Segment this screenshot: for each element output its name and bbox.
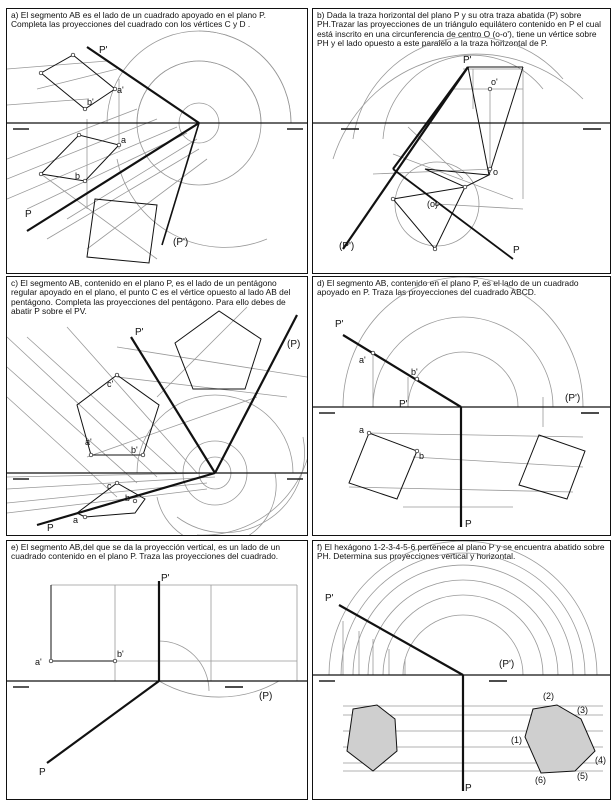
label-a-b-prime: b' <box>87 97 94 107</box>
panel-f: f) El hexágono 1-2-3-4-5-6 pertenece al … <box>312 540 611 800</box>
panel-e: e) El segmento AB,del que se da la proye… <box>6 540 308 800</box>
label-c-a-prime: a' <box>85 437 92 447</box>
label-f-p: P <box>465 783 472 794</box>
label-d-p: P <box>465 519 472 530</box>
label-f-p-prime: P' <box>325 593 334 604</box>
label-f-n4: (4) <box>595 755 606 765</box>
panel-b-drawing: P' o' o (o) (P') P <box>313 36 610 260</box>
panel-a-statement: a) El segmento AB es el lado de un cuadr… <box>11 10 267 30</box>
panel-b-statement: b) Dada la traza horizontal del plano P … <box>317 10 601 49</box>
label-c-a: a <box>73 515 78 525</box>
label-a-a: a <box>121 135 126 145</box>
label-c-p-abat: (P) <box>287 339 300 350</box>
label-f-n5: (5) <box>577 771 588 781</box>
label-d-a-prime: a' <box>359 355 366 365</box>
panel-c-drawing: P' (P) c' a' b' c b a P <box>7 306 307 535</box>
panel-c-statement: c) El segmento AB, contenido en el plano… <box>11 278 291 317</box>
label-b-p: P <box>513 245 520 256</box>
label-d-a: a <box>359 425 364 435</box>
label-d-p-prime: P' <box>335 319 344 330</box>
label-c-b-prime: b' <box>131 445 138 455</box>
label-f-n3: (3) <box>577 705 588 715</box>
panel-b: b) Dada la traza horizontal del plano P … <box>312 8 611 274</box>
panel-d-statement: d) El segmento AB, contenido en el plano… <box>317 278 579 298</box>
label-b-o-abat: (o) <box>427 199 438 209</box>
label-b-o: o <box>493 167 498 177</box>
label-f-p-abat: (P') <box>499 659 514 670</box>
label-c-c: c <box>107 481 112 491</box>
label-a-p: P <box>25 209 32 220</box>
label-c-p: P <box>47 523 54 534</box>
label-b-p-abat: (P') <box>339 241 354 252</box>
label-e-b-prime: b' <box>117 649 124 659</box>
label-e-p-abat: (P) <box>259 691 272 702</box>
panel-d: d) El segmento AB, contenido en el plano… <box>312 276 611 536</box>
label-d-b-prime: b' <box>411 367 418 377</box>
panel-e-statement: e) El segmento AB,del que se da la proye… <box>11 542 281 562</box>
label-b-p-prime: P' <box>463 55 472 66</box>
label-b-o-prime: o' <box>491 77 498 87</box>
panel-c: c) El segmento AB, contenido en el plano… <box>6 276 308 536</box>
label-f-n1: (1) <box>511 735 522 745</box>
panel-a: a) El segmento AB es el lado de un cuadr… <box>6 8 308 274</box>
label-a-b: b <box>75 171 80 181</box>
label-d-p-abat: (P') <box>565 393 580 404</box>
panel-e-drawing: P' a' b' (P) P <box>7 573 307 778</box>
label-d-b: b <box>419 451 424 461</box>
panel-f-drawing: P' (P') P (1) (2) (3) (4) (5) (6) <box>313 541 610 794</box>
label-c-p-prime: P' <box>135 327 144 338</box>
label-d-p-prime-2: P' <box>399 399 408 410</box>
label-e-p: P <box>39 767 46 778</box>
label-e-a-prime: a' <box>35 657 42 667</box>
label-a-p-prime: P' <box>99 45 108 56</box>
panel-f-statement: f) El hexágono 1-2-3-4-5-6 pertenece al … <box>317 542 605 562</box>
label-e-p-prime: P' <box>161 573 170 584</box>
panel-a-drawing: P' a' b' a b P (P') <box>7 30 307 264</box>
label-f-n6: (6) <box>535 775 546 785</box>
panel-d-drawing: P' a' b' P' (P') a b P <box>313 277 610 530</box>
label-a-a-prime: a' <box>117 85 124 95</box>
label-c-c-prime: c' <box>107 379 114 389</box>
label-c-b: b <box>125 493 130 503</box>
label-f-n2: (2) <box>543 691 554 701</box>
label-a-p-abat: (P') <box>173 237 188 248</box>
